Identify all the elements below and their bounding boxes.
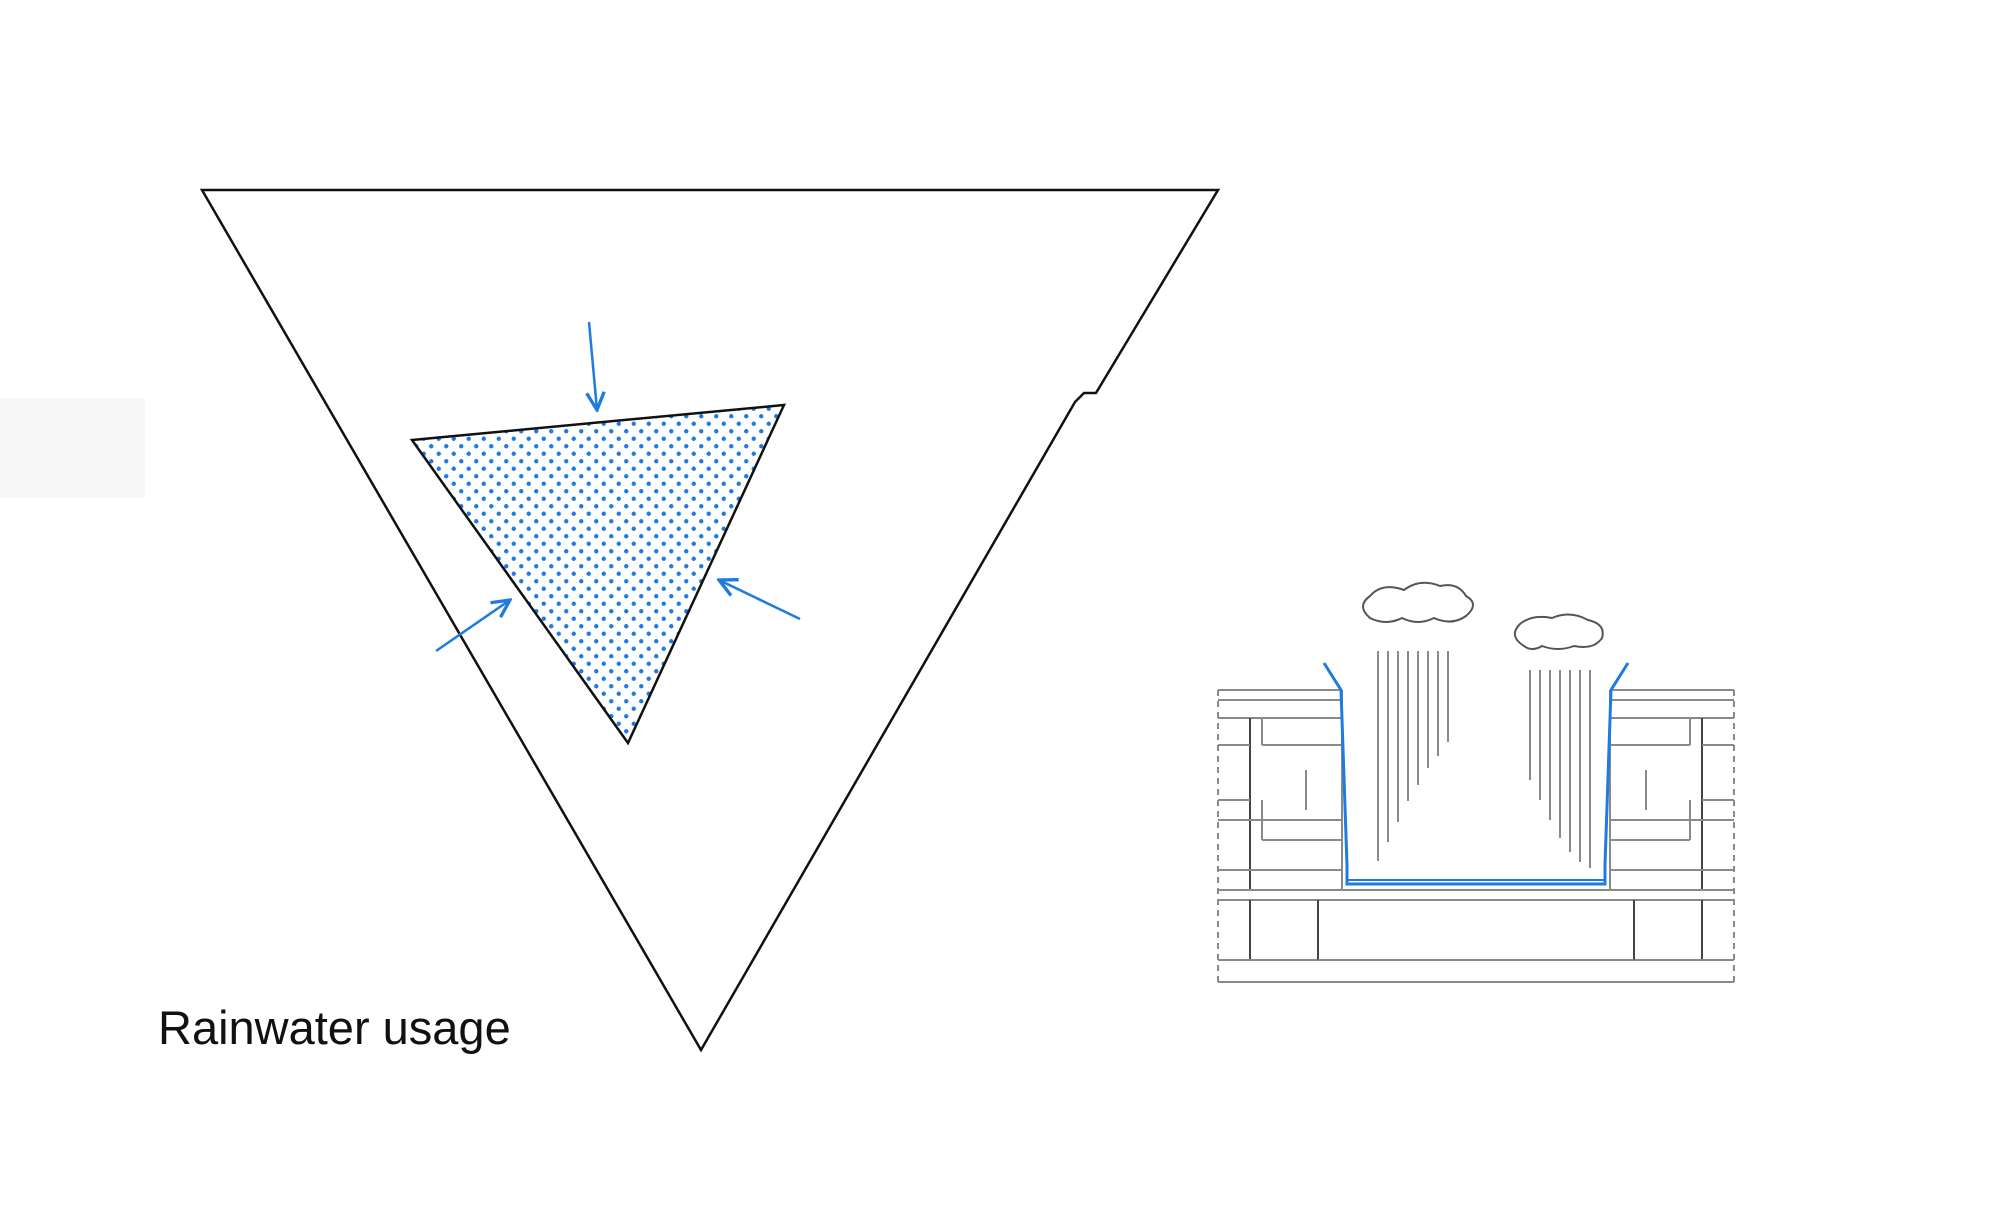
arrow-icon [589,321,597,410]
background-patch [0,398,145,498]
inflow-arrows [435,321,801,653]
diagram-caption: Rainwater usage [158,1001,511,1054]
rain-lines [1377,651,1591,868]
section-water-channel [1322,662,1630,886]
cloud-icon [1513,613,1604,650]
site-outline [199,188,1221,1053]
courtyard-dotted-fill [409,403,787,746]
cloud-icon [1362,581,1474,623]
arrow-icon [719,580,801,621]
section-drawing [1217,689,1735,983]
arrow-icon [435,600,510,653]
